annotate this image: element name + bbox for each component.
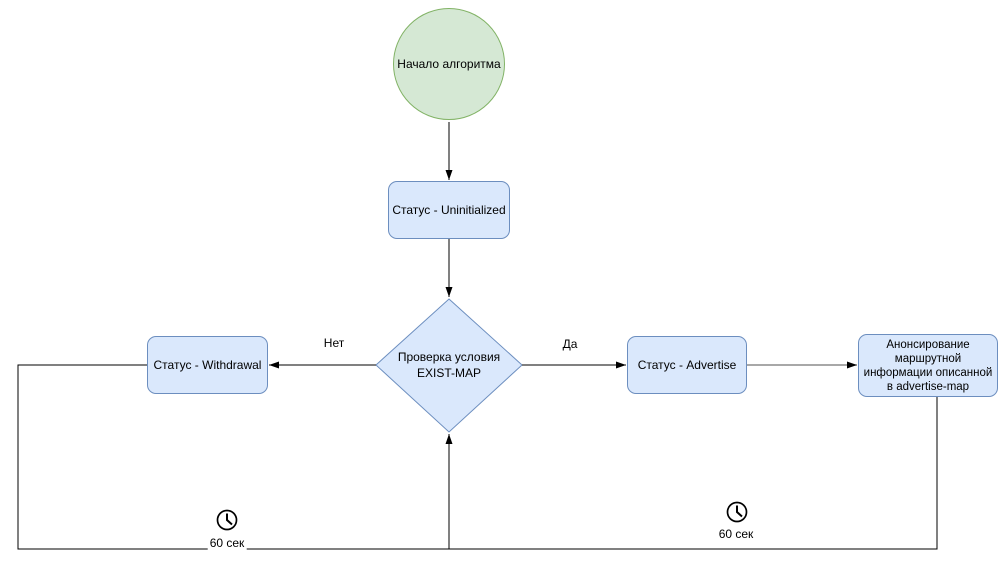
decision-node-label: Проверка условия EXIST-MAP [369,345,529,385]
clock-icon [726,501,748,523]
start-node-label: Начало алгоритма [397,56,501,71]
decision-diamond [375,298,523,433]
edge-label-yes: Да [560,337,580,351]
advertise-map-label-line1: Анонсирование [886,338,970,351]
advertise-map-node: Анонсирование маршрутной информации опис… [858,334,998,397]
advertise-map-label-line4: в advertise-map [886,380,970,393]
edge-loop-back [17,364,938,550]
decision-label-line1: Проверка условия [397,350,501,364]
status-advertise-node: Статус - Advertise [627,336,747,394]
clock-icon [216,509,238,531]
decision-label-line2: EXIST-MAP [416,366,481,380]
advertise-map-label-line2: маршрутной [894,352,962,365]
advertise-map-label-line3: информации описанной [863,366,993,379]
start-node: Начало алгоритма [393,8,505,120]
timer-left-label: 60 сек [207,536,247,550]
status-withdrawal-label: Статус - Withdrawal [153,357,262,372]
timer-right-label: 60 сек [716,527,756,541]
status-advertise-label: Статус - Advertise [637,357,737,372]
status-uninitialized-label: Статус - Uninitialized [392,202,506,217]
status-uninitialized-node: Статус - Uninitialized [388,181,510,239]
edge-label-no: Нет [321,336,347,350]
status-withdrawal-node: Статус - Withdrawal [147,336,268,394]
